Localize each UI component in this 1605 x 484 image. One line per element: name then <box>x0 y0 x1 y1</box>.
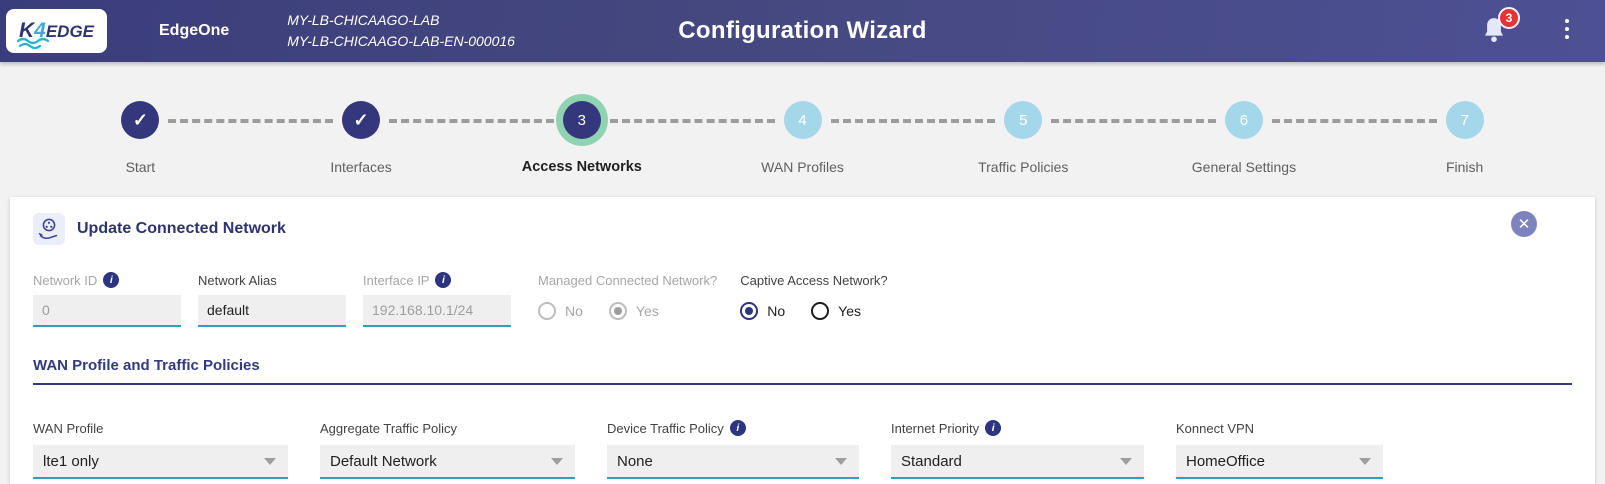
radio-checked-icon <box>740 302 759 320</box>
field-network-alias: Network Alias <box>198 269 346 327</box>
chevron-down-icon <box>551 457 563 465</box>
device-name: MY-LB-CHICAAGO-LAB <box>287 12 440 28</box>
wan-profile-select[interactable]: lte1 only <box>33 445 288 479</box>
step-traffic-policies[interactable]: 5 Traffic Policies <box>830 101 1134 175</box>
radio-icon <box>538 302 556 320</box>
konnect-vpn-select[interactable]: HomeOffice <box>1176 445 1383 479</box>
field-network-id: Network ID i <box>33 269 181 327</box>
step-number: 3 <box>562 101 601 139</box>
step-label: General Settings <box>1191 159 1297 175</box>
network-id-label: Network ID <box>33 272 98 288</box>
device-traffic-policy-label: Device Traffic Policy <box>607 420 724 436</box>
wizard-stepper: Start Interfaces 3 Access Networks 4 WAN… <box>0 62 1605 197</box>
step-label: Traffic Policies <box>978 159 1069 175</box>
field-interface-ip: Interface IP i <box>363 269 511 327</box>
wan-profile-section-title: WAN Profile and Traffic Policies <box>33 357 1572 385</box>
interface-ip-label: Interface IP <box>363 272 430 288</box>
notification-badge: 3 <box>1498 7 1520 29</box>
step-label: Interfaces <box>330 159 392 175</box>
check-icon <box>342 101 381 139</box>
network-alias-input[interactable] <box>198 295 346 327</box>
aggregate-traffic-policy-select[interactable]: Default Network <box>320 445 575 479</box>
check-icon <box>121 101 160 139</box>
step-label: Start <box>125 159 156 175</box>
field-device-traffic-policy: Device Traffic Policy i None <box>607 417 859 479</box>
step-general-settings[interactable]: 6 General Settings <box>1051 101 1355 175</box>
chevron-down-icon <box>1359 457 1371 465</box>
network-hand-icon <box>33 213 65 245</box>
policy-dropdowns-row: WAN Profile lte1 only Aggregate Traffic … <box>33 417 1572 479</box>
notification-bell-button[interactable]: 3 <box>1481 7 1520 49</box>
info-icon[interactable]: i <box>985 420 1002 436</box>
step-number: 6 <box>1224 101 1263 139</box>
field-wan-profile: WAN Profile lte1 only <box>33 417 288 479</box>
kebab-menu-button[interactable] <box>1559 19 1575 39</box>
radio-icon <box>811 302 830 320</box>
captive-no-radio[interactable]: No <box>740 302 785 320</box>
info-icon[interactable]: i <box>435 272 452 288</box>
logo-k4-text: K4 <box>18 19 46 42</box>
page-title: Configuration Wizard <box>678 17 927 44</box>
managed-yes-radio: Yes <box>608 302 659 320</box>
field-captive-access-network: Captive Access Network? No Yes <box>740 269 888 327</box>
managed-no-radio: No <box>538 302 583 320</box>
panel-title: Update Connected Network <box>77 220 286 237</box>
chevron-down-icon <box>835 457 847 465</box>
info-icon[interactable]: i <box>103 272 120 288</box>
captive-access-label: Captive Access Network? <box>740 272 888 288</box>
internet-priority-label: Internet Priority <box>891 420 980 436</box>
managed-connected-label: Managed Connected Network? <box>538 272 718 288</box>
step-label: Finish <box>1445 159 1484 175</box>
k4edge-logo[interactable]: K4EDGE <box>6 9 107 53</box>
product-name: EdgeOne <box>159 22 230 39</box>
step-wan-profiles[interactable]: 4 WAN Profiles <box>609 101 913 175</box>
panel-header: Update Connected Network <box>33 213 1572 245</box>
close-icon[interactable]: ✕ <box>1511 211 1537 237</box>
step-label: Access Networks <box>521 159 642 175</box>
device-traffic-policy-select[interactable]: None <box>607 445 859 479</box>
network-alias-label: Network Alias <box>198 272 277 288</box>
update-connected-network-panel: Update Connected Network ✕ Network ID i … <box>10 197 1595 484</box>
step-access-networks[interactable]: 3 Access Networks <box>389 101 692 175</box>
chevron-down-icon <box>1120 457 1132 465</box>
field-aggregate-traffic-policy: Aggregate Traffic Policy Default Network <box>320 417 575 479</box>
network-fields-row: Network ID i Network Alias Interface IP … <box>33 269 1572 327</box>
step-number: 4 <box>783 101 822 139</box>
chevron-down-icon <box>264 457 276 465</box>
app-header: K4EDGE EdgeOne MY-LB-CHICAAGO-LAB MY-LB-… <box>0 0 1605 62</box>
interface-ip-input <box>363 295 511 327</box>
aggregate-traffic-policy-label: Aggregate Traffic Policy <box>320 420 458 436</box>
field-internet-priority: Internet Priority i Standard <box>891 417 1144 479</box>
wan-profile-label: WAN Profile <box>33 420 104 436</box>
konnect-vpn-label: Konnect VPN <box>1176 420 1255 436</box>
step-number: 5 <box>1004 101 1043 139</box>
step-finish[interactable]: 7 Finish <box>1272 101 1575 175</box>
network-id-input <box>33 295 181 327</box>
radio-checked-icon <box>608 302 627 320</box>
wave-icon <box>16 37 50 49</box>
info-icon[interactable]: i <box>729 420 746 436</box>
device-info: MY-LB-CHICAAGO-LAB MY-LB-CHICAAGO-LAB-EN… <box>287 10 515 52</box>
step-number: 7 <box>1445 101 1484 139</box>
field-managed-connected-network: Managed Connected Network? No Yes <box>538 269 717 327</box>
step-interfaces[interactable]: Interfaces <box>168 101 472 175</box>
captive-yes-radio[interactable]: Yes <box>811 302 861 320</box>
field-konnect-vpn: Konnect VPN HomeOffice <box>1176 417 1383 479</box>
internet-priority-select[interactable]: Standard <box>891 445 1144 479</box>
step-label: WAN Profiles <box>761 159 844 175</box>
step-start[interactable]: Start <box>30 101 251 175</box>
logo-edge-text: EDGE <box>45 22 95 41</box>
device-id: MY-LB-CHICAAGO-LAB-EN-000016 <box>287 33 515 49</box>
